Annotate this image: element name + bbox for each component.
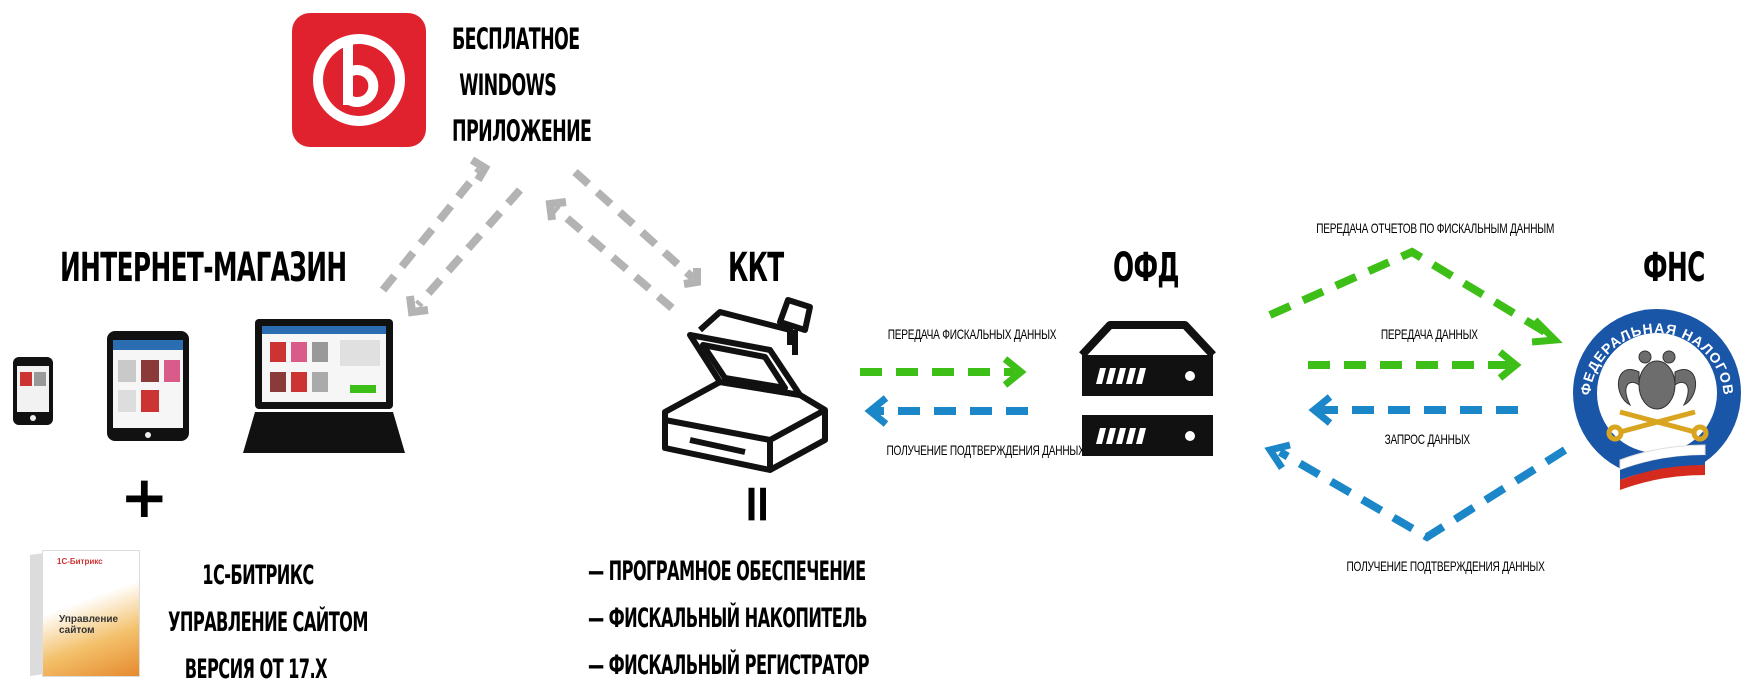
fns-label: ФНС <box>1643 245 1705 291</box>
flow-arrows-layer <box>379 156 1568 542</box>
bitrix-product-box: 1С-Битрикс Управление сайтом <box>30 550 140 677</box>
plus-sign: + <box>120 463 169 531</box>
windows-app-logo <box>292 13 426 147</box>
ofd-to-kkt-label: ПОЛУЧЕНИЕ ПОДТВЕРЖДЕНИЯ ДАННЫХ <box>886 442 1085 458</box>
shop-label: ИНТЕРНЕТ-МАГАЗИН <box>60 245 347 291</box>
phone-icon <box>13 357 53 425</box>
tablet-icon <box>107 331 189 441</box>
cash-register-icon <box>662 297 828 473</box>
ofd-to-kkt-arrow <box>864 395 1028 427</box>
fns-emblem: ФЕДЕРАЛЬНАЯ НАЛОГОВАЯ СЛУЖБА <box>0 0 1741 490</box>
double-headed-eagle-icon <box>1617 350 1697 410</box>
svg-text:ФЕДЕРАЛЬНАЯ НАЛОГОВАЯ СЛУЖБА: ФЕДЕРАЛЬНАЯ НАЛОГОВАЯ СЛУЖБА <box>0 0 1737 396</box>
data-request-arrow <box>1308 394 1518 426</box>
keys-icon <box>1606 409 1709 442</box>
box-title: Управление сайтом <box>59 614 119 636</box>
app-title-line-2: WINDOWS <box>459 68 557 102</box>
confirmation-label: ПОЛУЧЕНИЕ ПОДТВЕРЖДЕНИЯ ДАННЫХ <box>1346 558 1545 574</box>
data-request-label: ЗАПРОС ДАННЫХ <box>1384 431 1471 447</box>
kkt-label: ККТ <box>728 245 784 291</box>
ofd-label: ОФД <box>1113 245 1180 291</box>
bitrix24-logo-icon <box>292 13 426 147</box>
kkt-to-ofd-label: ПЕРЕДАЧА ФИСКАЛЬНЫХ ДАННЫХ <box>887 326 1057 342</box>
russian-flag-ribbon <box>1619 444 1706 490</box>
data-transfer-arrow <box>1308 349 1522 381</box>
product-line-1: 1С-БИТРИКС <box>202 560 314 591</box>
kkt-component-storage: — ФИСКАЛЬНЫЙ НАКОПИТЕЛЬ <box>588 603 867 634</box>
reports-label: ПЕРЕДАЧА ОТЧЕТОВ ПО ФИСКАЛЬНЫМ ДАННЫМ <box>1316 220 1555 236</box>
shop-devices <box>13 319 405 453</box>
fns-emblem-text: ФЕДЕРАЛЬНАЯ НАЛОГОВАЯ СЛУЖБА <box>0 0 1737 396</box>
server-icon <box>1079 321 1216 456</box>
reports-arrow <box>1268 247 1563 346</box>
app-kkt-sync-arrows <box>545 169 701 312</box>
confirmation-arrow <box>1264 441 1568 542</box>
app-title-line-1: БЕСПЛАТНОЕ <box>452 22 580 56</box>
data-transfer-label: ПЕРЕДАЧА ДАННЫХ <box>1380 326 1478 342</box>
kkt-to-ofd-arrow <box>860 356 1027 388</box>
app-shop-sync-arrows <box>379 156 523 317</box>
kkt-component-software: — ПРОГРАМНОЕ ОБЕСПЕЧЕНИЕ <box>588 556 866 587</box>
box-brand: 1С-Битрикс <box>57 557 103 566</box>
laptop-icon <box>243 319 405 453</box>
